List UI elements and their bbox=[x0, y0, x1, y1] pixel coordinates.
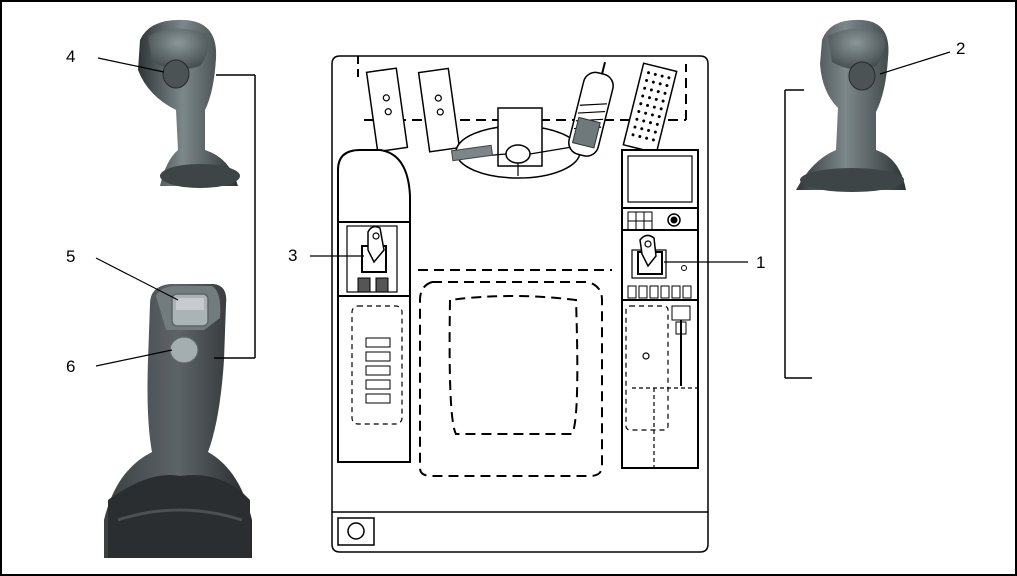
right-stick-thumb-button-icon bbox=[849, 62, 875, 90]
grip-push-button-icon bbox=[170, 337, 198, 363]
callout-label-6: 6 bbox=[66, 357, 75, 376]
callout-label-4: 4 bbox=[66, 47, 75, 66]
cab-floor-plan bbox=[332, 56, 708, 552]
right-console bbox=[622, 150, 698, 468]
callout-label-2: 2 bbox=[956, 39, 965, 58]
left-joystick-top-photo bbox=[128, 18, 240, 188]
left-stick-thumb-button-icon bbox=[163, 60, 189, 88]
callout-label-3: 3 bbox=[288, 246, 297, 265]
callout-label-1: 1 bbox=[756, 253, 765, 272]
left-console bbox=[338, 150, 410, 462]
callout-label-5: 5 bbox=[66, 247, 75, 266]
